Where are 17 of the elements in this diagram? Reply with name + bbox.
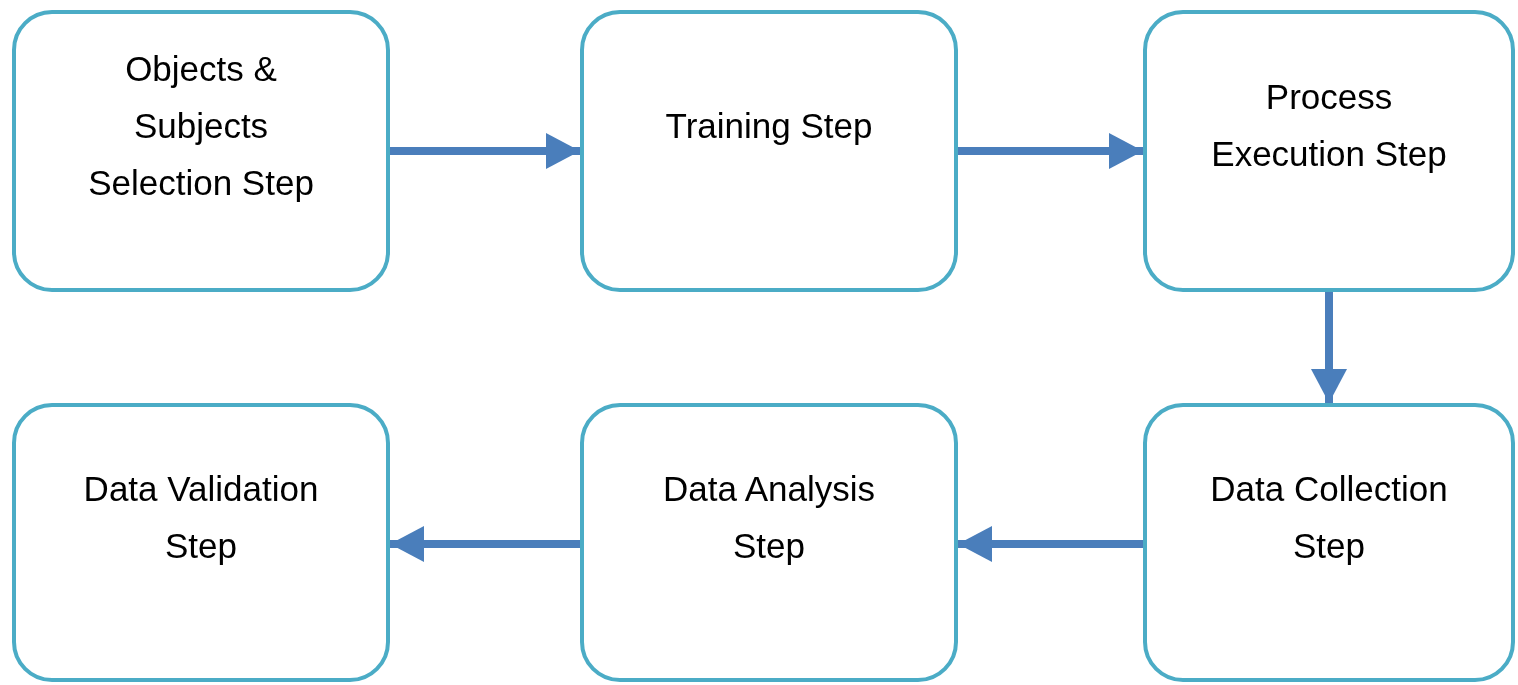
arrow (1311, 292, 1347, 403)
step-label: Data Analysis Step (661, 467, 877, 567)
arrow (958, 133, 1143, 169)
process-box (580, 10, 958, 292)
process-box (1143, 10, 1515, 292)
step-label: Data Collection Step (1209, 467, 1449, 567)
step-label: Training Step (665, 104, 873, 147)
arrow (958, 526, 1143, 562)
step-label: Data Validation Step (82, 467, 320, 567)
process-box (12, 10, 390, 292)
process-box (1143, 403, 1515, 682)
step-label: Objects & Subjects Selection Step (87, 47, 315, 204)
arrow (390, 526, 580, 562)
step-label: Process Execution Step (1210, 76, 1448, 175)
process-box (580, 403, 958, 682)
arrow (390, 133, 580, 169)
process-box (12, 403, 390, 682)
